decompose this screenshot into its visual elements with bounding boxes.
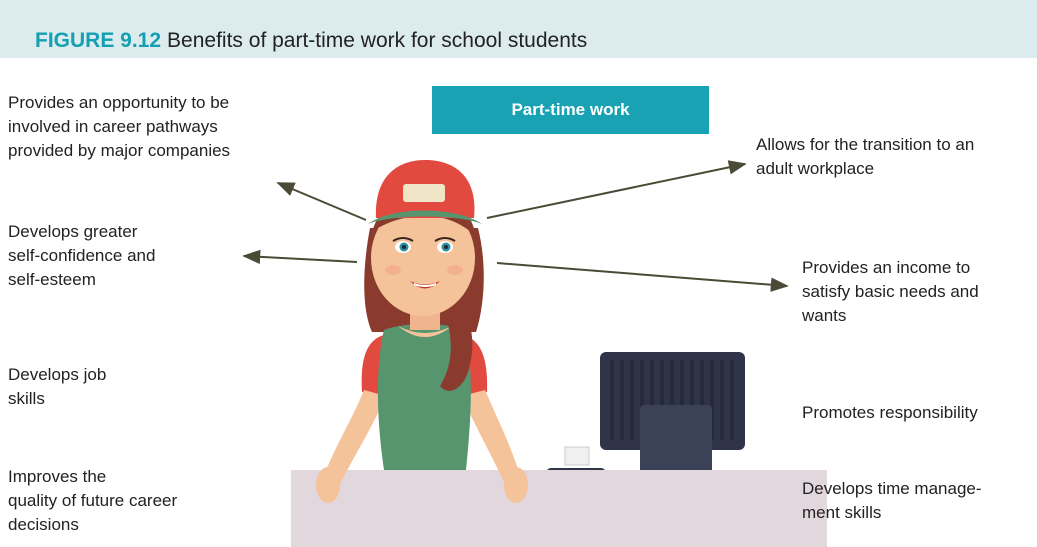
benefit-time-management: Develops time manage- ment skills [802, 479, 982, 522]
arrow-to-income [496, 262, 789, 292]
benefit-career-pathways: Provides an opportunity to be involved i… [8, 93, 231, 160]
part-time-work-box: Part-time work [432, 86, 709, 134]
figure-title: Benefits of part-time work for school st… [167, 29, 588, 52]
benefit-income: Provides an income to satisfy basic need… [802, 258, 979, 325]
benefit-self-confidence: Develops greater self-confidence and sel… [8, 222, 156, 289]
benefit-responsibility: Promotes responsibility [802, 403, 978, 422]
benefit-adult-workplace: Allows for the transition to an adult wo… [756, 135, 975, 178]
arrow-to-adult-workplace [486, 160, 747, 219]
cashier-girl-illustration [316, 160, 528, 503]
arrow-to-career-pathways [276, 182, 367, 221]
figure-number: FIGURE 9.12 [35, 29, 162, 52]
benefit-career-decisions: Improves the quality of future career de… [8, 467, 178, 534]
arrow-to-self-confidence [242, 249, 358, 265]
counter-illustration [291, 470, 827, 547]
benefit-job-skills: Develops job skills [8, 365, 107, 408]
